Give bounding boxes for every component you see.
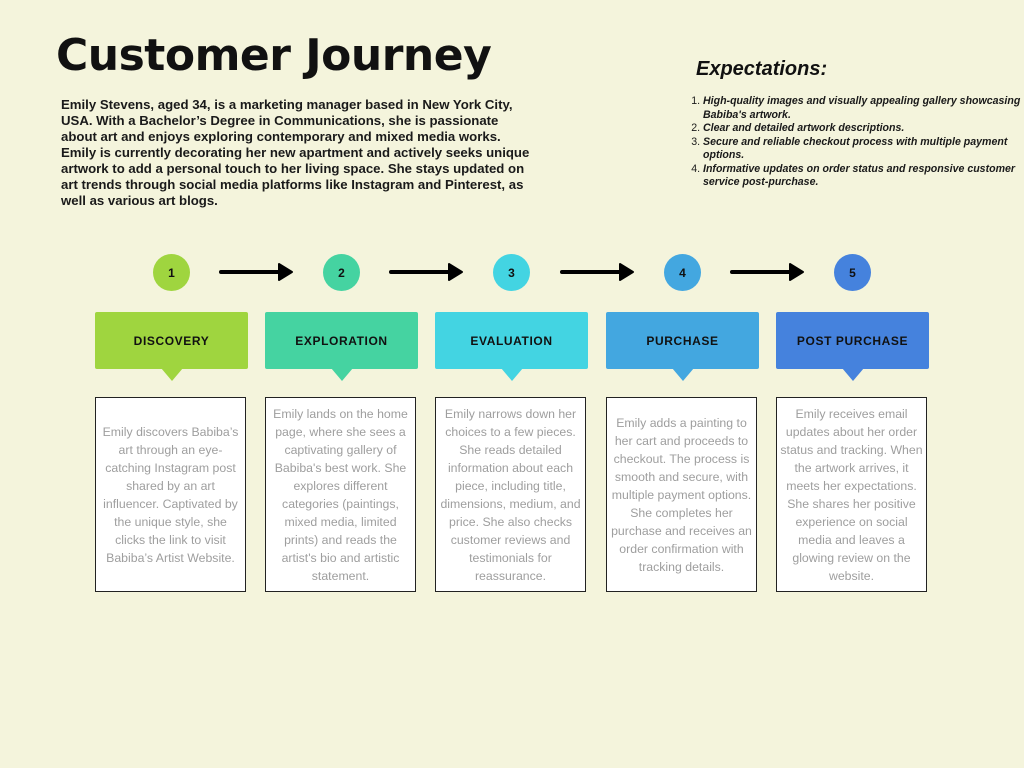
stage-label: POST PURCHASE: [776, 312, 929, 369]
page-title: Customer Journey: [56, 30, 492, 81]
stage-description-text: Emily adds a painting to her cart and pr…: [611, 415, 752, 574]
stage-description-text: Emily narrows down her choices to a few …: [440, 406, 581, 583]
step-number-badge: 1: [153, 254, 190, 291]
stage-description-text: Emily lands on the home page, where she …: [273, 406, 408, 583]
stage-description-text: Emily receives email updates about her o…: [780, 406, 923, 583]
stage-description: Emily discovers Babiba’s art through an …: [95, 397, 246, 592]
arrow-right-icon: [730, 263, 804, 281]
expectation-item: Secure and reliable checkout process wit…: [703, 136, 1023, 163]
stage-label: DISCOVERY: [95, 312, 248, 369]
stage-description-text: Emily discovers Babiba’s art through an …: [102, 424, 239, 565]
stage-label: PURCHASE: [606, 312, 759, 369]
callout-pointer: [331, 368, 353, 381]
callout-pointer: [672, 368, 694, 381]
step-number-badge: 2: [323, 254, 360, 291]
stage-label: EVALUATION: [435, 312, 588, 369]
stage-label: EXPLORATION: [265, 312, 418, 369]
callout-pointer: [501, 368, 523, 381]
stage-description: Emily narrows down her choices to a few …: [435, 397, 586, 592]
expectation-item: High-quality images and visually appeali…: [703, 95, 1023, 122]
arrow-right-icon: [389, 263, 463, 281]
step-number-badge: 5: [834, 254, 871, 291]
persona-description: Emily Stevens, aged 34, is a marketing m…: [61, 97, 530, 208]
callout-pointer: [842, 368, 864, 381]
callout-pointer: [161, 368, 183, 381]
stage-description: Emily receives email updates about her o…: [776, 397, 927, 592]
expectations-title: Expectations:: [696, 58, 828, 80]
expectations-list: High-quality images and visually appeali…: [690, 95, 1023, 190]
expectation-item: Clear and detailed artwork descriptions.: [703, 122, 1023, 136]
step-number-badge: 4: [664, 254, 701, 291]
stage-description: Emily lands on the home page, where she …: [265, 397, 416, 592]
stage-description: Emily adds a painting to her cart and pr…: [606, 397, 757, 592]
step-number-badge: 3: [493, 254, 530, 291]
arrow-right-icon: [219, 263, 293, 281]
arrow-right-icon: [560, 263, 634, 281]
expectation-item: Informative updates on order status and …: [703, 163, 1023, 190]
